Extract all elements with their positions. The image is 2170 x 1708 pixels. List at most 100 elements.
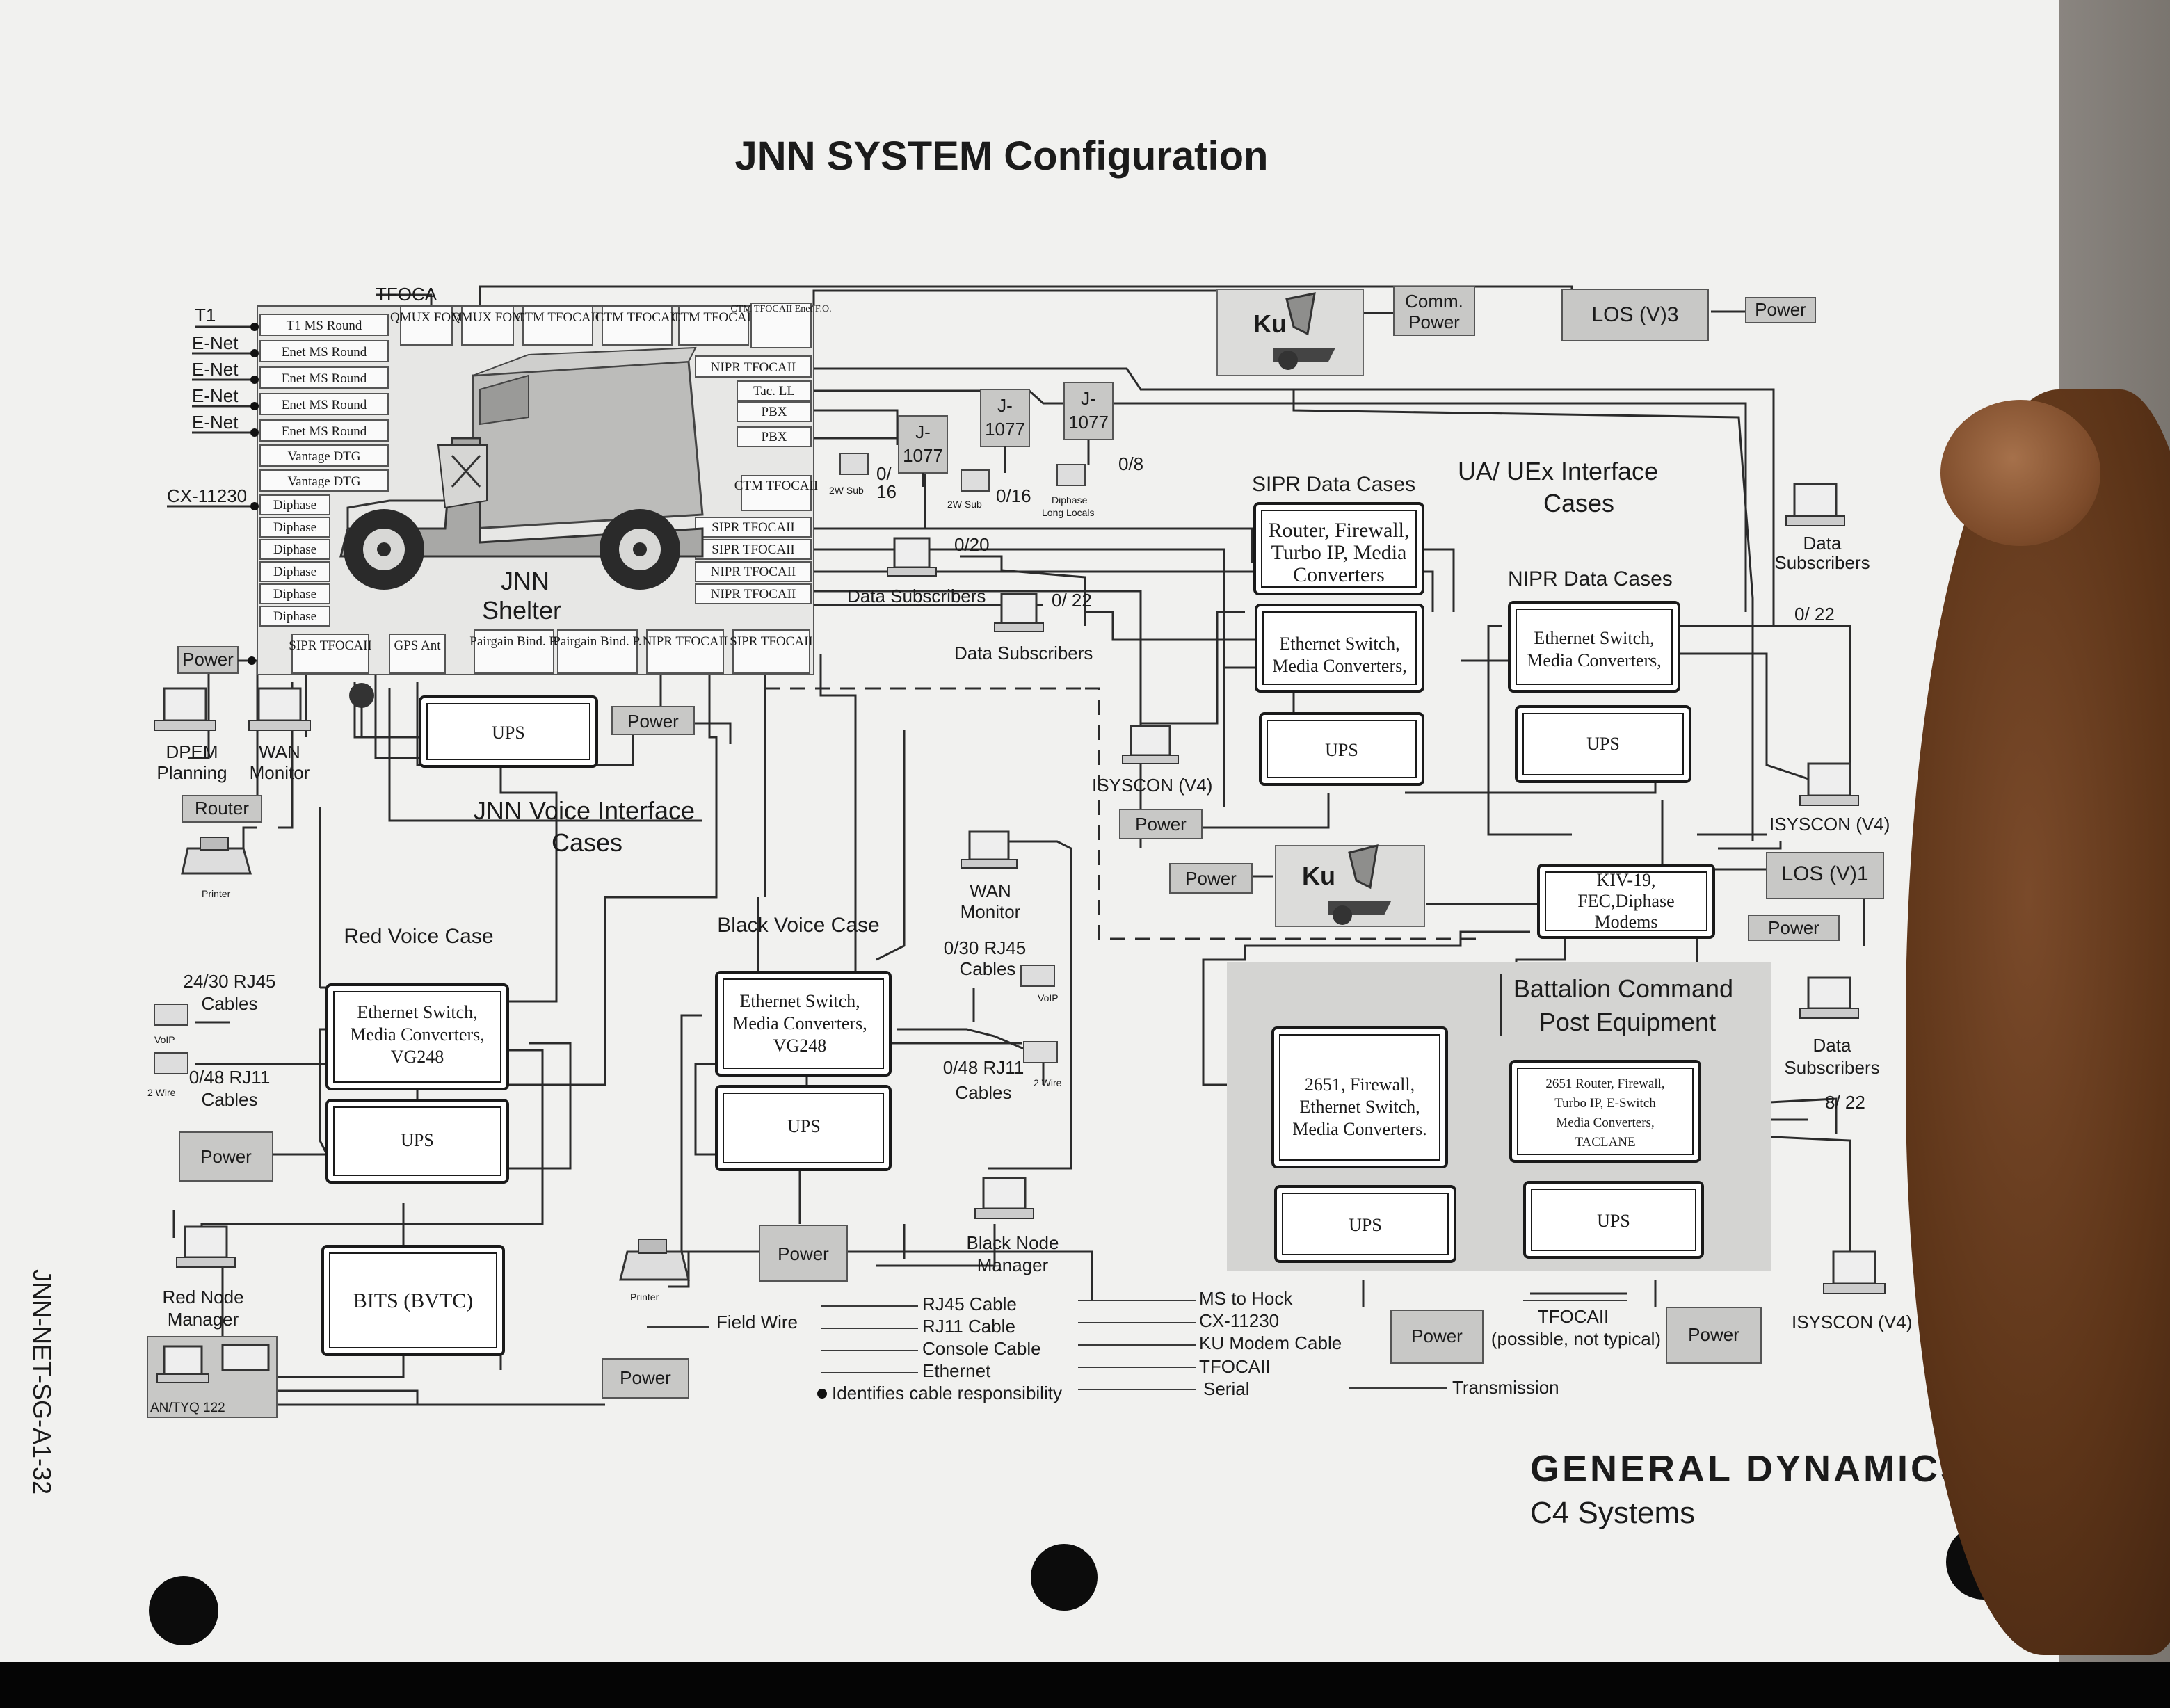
svg-text:Subscribers: Subscribers bbox=[1784, 1057, 1879, 1078]
svg-text:Media Converters,: Media Converters, bbox=[732, 1013, 867, 1033]
diagram-title: JNN SYSTEM Configuration bbox=[735, 134, 1269, 179]
right-subscribers: Data Subscribers 0/ 22 ISYSCON (V4) bbox=[1769, 483, 1890, 835]
svg-text:Enet MS Round: Enet MS Round bbox=[282, 424, 367, 439]
svg-text:Media Converters.: Media Converters. bbox=[1292, 1119, 1427, 1139]
svg-text:Power: Power bbox=[620, 1367, 671, 1388]
svg-text:SIPR TFOCAII: SIPR TFOCAII bbox=[712, 542, 794, 557]
ku-label-mid: Ku bbox=[1302, 862, 1335, 890]
svg-text:Ethernet Switch,: Ethernet Switch, bbox=[1534, 628, 1654, 648]
sipr-title: SIPR Data Cases bbox=[1252, 473, 1415, 496]
svg-text:Power: Power bbox=[627, 711, 679, 732]
svg-text:Black Voice Case: Black Voice Case bbox=[717, 914, 879, 937]
jnn-shelter: TFOCA T1 E-Net E-Net E-Net E-Net CX-1123… bbox=[167, 284, 832, 675]
svg-text:Vantage DTG: Vantage DTG bbox=[288, 449, 361, 464]
svg-text:KU Modem Cable: KU Modem Cable bbox=[1199, 1332, 1342, 1353]
shelter-bottom-ports: SIPR TFOCAII GPS Ant Pairgain Bind. P. P… bbox=[289, 629, 813, 674]
svg-text:J-: J- bbox=[997, 395, 1013, 416]
svg-text:GPS Ant: GPS Ant bbox=[394, 638, 441, 653]
svg-text:0/48 RJ11: 0/48 RJ11 bbox=[189, 1067, 271, 1088]
brand-company: GENERAL DYNAMICS bbox=[1530, 1448, 1968, 1490]
svg-text:Cases: Cases bbox=[552, 828, 622, 857]
svg-text:Power: Power bbox=[1135, 814, 1187, 835]
humvee-illustration bbox=[339, 346, 704, 590]
svg-text:Power: Power bbox=[1411, 1326, 1463, 1346]
punch-hole-center bbox=[1031, 1544, 1098, 1611]
svg-text:Identifies cable responsibilit: Identifies cable responsibility bbox=[832, 1383, 1062, 1403]
svg-text:Monitor: Monitor bbox=[250, 762, 310, 783]
svg-text:J-: J- bbox=[915, 421, 931, 442]
red-voice-case: Red Voice Case 24/30 RJ45 Cables VoIP 0/… bbox=[147, 925, 689, 1418]
nipr-data-cases: NIPR Data Cases Ethernet Switch, Media C… bbox=[1508, 567, 1691, 783]
sipr-data-cases: SIPR Data Cases Router, Firewall, Turbo … bbox=[1252, 473, 1424, 786]
svg-text:ISYSCON (V4): ISYSCON (V4) bbox=[1792, 1312, 1912, 1332]
svg-text:TACLANE: TACLANE bbox=[1575, 1135, 1635, 1150]
svg-text:2W Sub: 2W Sub bbox=[947, 499, 982, 510]
svg-text:Red Voice Case: Red Voice Case bbox=[344, 925, 493, 948]
svg-text:SIPR TFOCAII: SIPR TFOCAII bbox=[730, 634, 812, 649]
svg-text:CTM TFOCAII Enet F.O.: CTM TFOCAII Enet F.O. bbox=[730, 304, 831, 314]
svg-text:Ethernet Switch,: Ethernet Switch, bbox=[1279, 634, 1399, 654]
tfoca-label: TFOCA bbox=[376, 284, 437, 305]
svg-text:Power: Power bbox=[1408, 312, 1460, 332]
svg-text:UPS: UPS bbox=[1349, 1215, 1382, 1235]
svg-text:2W Sub: 2W Sub bbox=[829, 485, 864, 496]
svg-text:QMUX FOM: QMUX FOM bbox=[451, 310, 524, 325]
input-enet-4: E-Net bbox=[192, 412, 239, 433]
top-right-terminals: Ku Comm. Power LOS (V)3 Power bbox=[1216, 286, 1816, 376]
svg-text:UPS: UPS bbox=[1597, 1211, 1630, 1231]
svg-text:NIPR TFOCAII: NIPR TFOCAII bbox=[711, 587, 796, 602]
document-code: JNN-NET-SG-A1-32 bbox=[28, 1269, 56, 1494]
svg-text:CTM TFOCAII: CTM TFOCAII bbox=[734, 478, 819, 493]
svg-text:0/48 RJ11: 0/48 RJ11 bbox=[943, 1057, 1024, 1078]
svg-text:1077: 1077 bbox=[1068, 412, 1109, 433]
svg-text:Data Subscribers: Data Subscribers bbox=[847, 586, 986, 606]
svg-text:8/ 22: 8/ 22 bbox=[1825, 1092, 1865, 1113]
svg-text:JNN Voice Interface: JNN Voice Interface bbox=[474, 796, 695, 825]
mid-right-terminals: ISYSCON (V4) Power Power Ku KIV-19, FEC,… bbox=[1092, 725, 1884, 941]
svg-text:Vantage DTG: Vantage DTG bbox=[288, 474, 361, 489]
svg-text:Router: Router bbox=[195, 798, 249, 819]
hand bbox=[1906, 389, 2170, 1655]
svg-text:UPS: UPS bbox=[1586, 734, 1620, 754]
svg-text:Turbo IP, E-Switch: Turbo IP, E-Switch bbox=[1554, 1096, 1656, 1111]
svg-text:Converters: Converters bbox=[1293, 563, 1385, 586]
shelter-power: Power bbox=[182, 649, 234, 670]
svg-text:ISYSCON (V4): ISYSCON (V4) bbox=[1769, 814, 1890, 835]
svg-text:CX-11230: CX-11230 bbox=[1199, 1310, 1279, 1331]
svg-text:Transmission: Transmission bbox=[1452, 1377, 1559, 1398]
svg-text:0/ 22: 0/ 22 bbox=[1052, 590, 1092, 611]
svg-text:Long Locals: Long Locals bbox=[1042, 507, 1095, 518]
punch-hole-left bbox=[149, 1576, 218, 1645]
shelter-name-2: Shelter bbox=[482, 596, 561, 625]
svg-text:KIV-19,: KIV-19, bbox=[1597, 870, 1656, 890]
svg-text:0/ 22: 0/ 22 bbox=[1794, 604, 1835, 625]
thumb bbox=[1940, 400, 2100, 546]
svg-text:1077: 1077 bbox=[985, 419, 1025, 440]
table-shadow bbox=[0, 1662, 2170, 1708]
svg-text:Router, Firewall,: Router, Firewall, bbox=[1269, 519, 1410, 542]
ku-label-top: Ku bbox=[1253, 309, 1287, 338]
svg-text:Media Converters,: Media Converters, bbox=[1272, 656, 1407, 676]
svg-text:Diphase: Diphase bbox=[273, 565, 316, 579]
svg-text:Ethernet Switch,: Ethernet Switch, bbox=[357, 1002, 477, 1022]
svg-text:TFOCAII: TFOCAII bbox=[1538, 1306, 1609, 1327]
svg-text:SIPR TFOCAII: SIPR TFOCAII bbox=[289, 638, 371, 653]
svg-text:Pairgain Bind. P.: Pairgain Bind. P. bbox=[469, 634, 558, 649]
svg-text:BITS (BVTC): BITS (BVTC) bbox=[353, 1289, 474, 1312]
battalion-command-post: Battalion Command Post Equipment 2651, F… bbox=[1227, 962, 1912, 1364]
data-subscribers-center: 0/20 Data Subscribers 0/ 22 Data Subscri… bbox=[847, 534, 1093, 663]
svg-text:VoIP: VoIP bbox=[1038, 992, 1059, 1004]
svg-text:Enet MS Round: Enet MS Round bbox=[282, 398, 367, 412]
svg-text:PBX: PBX bbox=[762, 430, 787, 444]
svg-text:Power: Power bbox=[778, 1243, 829, 1264]
svg-text:PBX: PBX bbox=[762, 405, 787, 419]
svg-text:(possible, not typical): (possible, not typical) bbox=[1491, 1328, 1661, 1349]
svg-text:1077: 1077 bbox=[903, 445, 943, 466]
svg-text:T1 MS Round: T1 MS Round bbox=[287, 319, 362, 333]
svg-text:Media Converters,: Media Converters, bbox=[350, 1024, 485, 1045]
svg-text:Ethernet Switch,: Ethernet Switch, bbox=[739, 991, 860, 1011]
svg-text:Enet MS Round: Enet MS Round bbox=[282, 371, 367, 386]
input-enet-1: E-Net bbox=[192, 332, 239, 353]
svg-text:Media Converters,: Media Converters, bbox=[1556, 1115, 1654, 1130]
